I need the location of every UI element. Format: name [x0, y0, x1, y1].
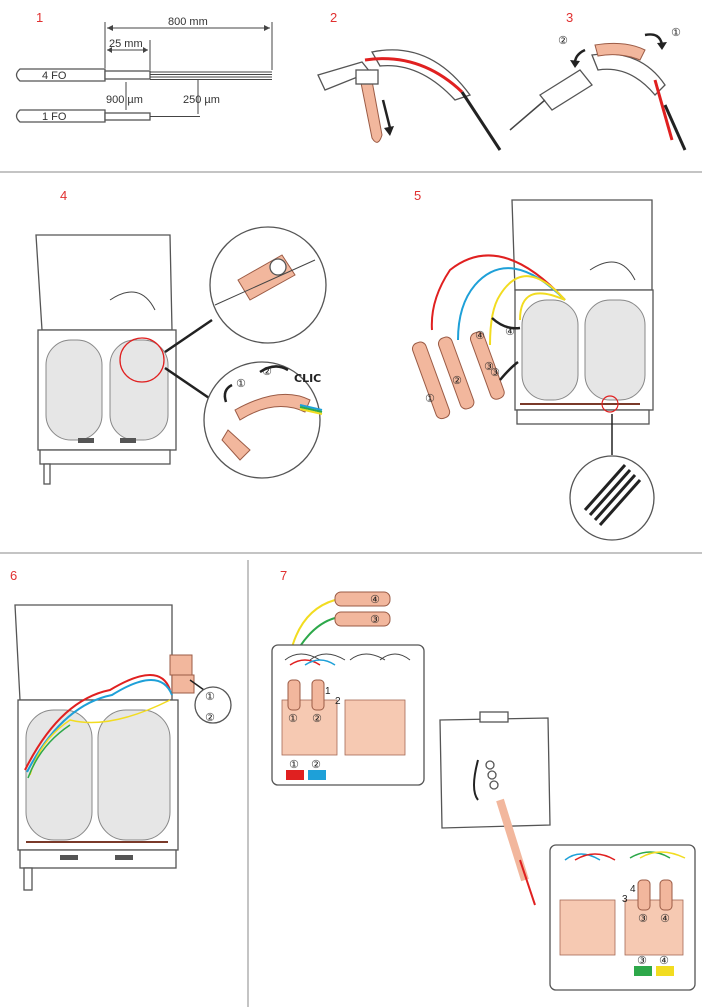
step7-lower-label-3: ③ — [637, 954, 647, 967]
step7-lower-port-3: 3 — [622, 894, 628, 905]
color-label-red — [286, 770, 304, 780]
step4-panel: 4 ① ② CLIC — [36, 188, 326, 484]
step5-detail-zoom — [570, 456, 654, 540]
cable-4fo-label: 4 FO — [42, 70, 67, 82]
step7-conn-4: ④ — [370, 593, 380, 606]
step5-mark-2: ② — [452, 374, 462, 387]
step7-lower-adapter-4: ④ — [660, 912, 670, 925]
step7-label-1: ① — [289, 758, 299, 771]
step7-number: 7 — [280, 568, 287, 583]
step7-adapter-2: ② — [312, 712, 322, 725]
step3-mark-1: ① — [671, 26, 681, 39]
step7-label-2: ② — [311, 758, 321, 771]
step7-lower-adapter-3: ③ — [638, 912, 648, 925]
clic-label: CLIC — [294, 372, 321, 385]
step3-panel: 3 ② ① — [510, 10, 685, 150]
dimension-800-label: 800 mm — [168, 16, 208, 28]
step5-panel: 5 ① ② ③ ④ ④ ③ — [411, 188, 654, 540]
step6-number: 6 — [10, 568, 17, 583]
down-arrow-icon — [384, 126, 394, 136]
step4-number: 4 — [60, 188, 67, 203]
step6-mark-1: ① — [205, 690, 215, 703]
step7-adapter-block-right — [345, 700, 405, 755]
step7-port-2: 2 — [335, 696, 341, 707]
step5-arrow-3: ③ — [490, 366, 500, 379]
step4-mark-1: ① — [236, 377, 246, 390]
step4-mark-2: ② — [262, 365, 272, 378]
dimension-25-label: 25 mm — [109, 38, 143, 50]
dimension-900-label: 900 µm — [106, 94, 143, 106]
color-label-green — [634, 966, 652, 976]
step7-connector-4 — [335, 592, 390, 606]
step7-connector-3 — [335, 612, 390, 626]
cable-1fo-label: 1 FO — [42, 111, 67, 123]
step3-number: 3 — [566, 10, 573, 25]
step1-panel: 1 4 FO 1 FO 800 mm 25 mm 900 µm 250 µm — [17, 10, 273, 123]
step6-box-lid — [15, 605, 172, 700]
step6-panel: 6 ① ② — [10, 568, 231, 890]
box-lid — [36, 235, 172, 330]
dimension-250-label: 250 µm — [183, 94, 220, 106]
step5-number: 5 — [414, 188, 421, 203]
step5-arrow-4: ④ — [505, 325, 515, 338]
step1-number: 1 — [36, 10, 43, 25]
step2-number: 2 — [330, 10, 337, 25]
step7-panel: 7 ④ ③ ① ② 1 2 ① ② — [272, 568, 695, 990]
cable-1fo-buffer — [105, 113, 150, 120]
color-label-blue — [308, 770, 326, 780]
color-label-yellow — [656, 966, 674, 976]
cable-clamp — [540, 70, 592, 110]
step5-mark-4: ④ — [475, 329, 485, 342]
step7-port-1: 1 — [325, 686, 331, 697]
step7-lower-label-4: ④ — [659, 954, 669, 967]
step5-mark-1: ① — [425, 392, 435, 405]
step3-mark-2: ② — [558, 34, 568, 47]
step7-adapter-1: ① — [288, 712, 298, 725]
step6-mark-2: ② — [205, 711, 215, 724]
step7-conn-3: ③ — [370, 613, 380, 626]
cable-4fo-buffer — [105, 71, 150, 79]
step7-lower-port-4: 4 — [630, 884, 636, 895]
step2-panel: 2 — [318, 10, 500, 150]
